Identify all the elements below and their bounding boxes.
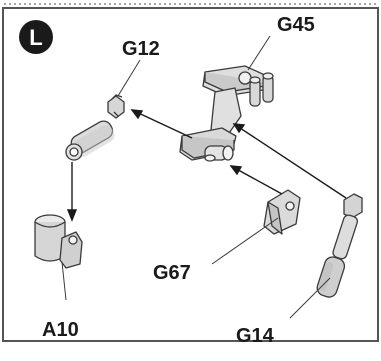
- step-letter: L: [29, 25, 42, 50]
- leader-g45: [247, 35, 271, 71]
- label-g14: G14: [236, 325, 275, 347]
- label-g67: G67: [153, 262, 191, 284]
- leader-a10: [61, 261, 67, 301]
- step-badge-circle: [19, 20, 53, 54]
- assembly-arrows: [66, 109, 347, 222]
- label-g45: G45: [277, 14, 315, 36]
- bracket-frame-icon: [179, 65, 274, 162]
- clip-piece-icon: [263, 189, 301, 235]
- base-joint-icon: [34, 214, 83, 269]
- step-frame: [2, 7, 379, 342]
- piston-rod-icon: [65, 94, 125, 161]
- arrow-g45-to-g12: [131, 109, 193, 139]
- arrow-g14-to-g45: [233, 123, 347, 199]
- step-badge: L: [19, 20, 53, 54]
- leader-g12: [117, 59, 141, 97]
- leader-g14: [289, 277, 331, 319]
- label-g12: G12: [122, 38, 160, 60]
- leader-lines: [61, 35, 331, 319]
- label-a10: A10: [42, 319, 79, 341]
- piston-cylinder-icon: [316, 193, 363, 298]
- leader-g67: [211, 217, 279, 265]
